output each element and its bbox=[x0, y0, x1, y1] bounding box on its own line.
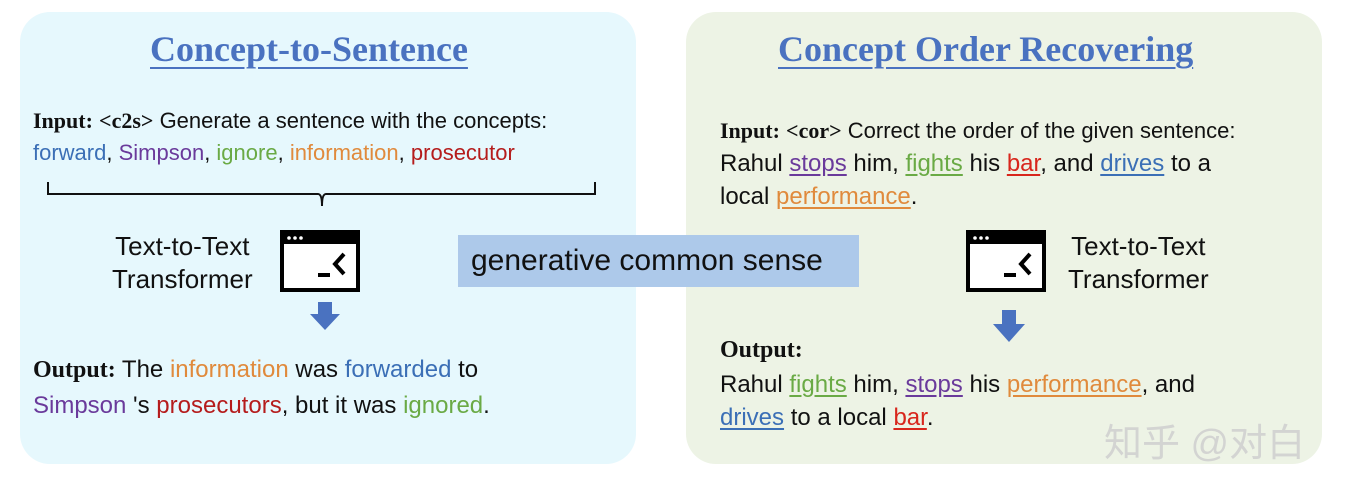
output-text: . bbox=[926, 404, 934, 431]
output-text: to a local bbox=[784, 404, 894, 431]
down-arrow-icon bbox=[993, 310, 1025, 342]
sentence-concept-word: drives bbox=[1100, 150, 1165, 177]
left-input-tag: <c2s> bbox=[99, 108, 154, 133]
right-input-tag: <cor> bbox=[786, 118, 842, 143]
sentence-text: , and bbox=[1040, 150, 1101, 177]
left-panel-title: Concept-to-Sentence bbox=[150, 29, 468, 69]
output-text: . bbox=[483, 392, 490, 419]
concept-separator: , bbox=[106, 140, 119, 165]
output-text: , but it was bbox=[281, 392, 404, 419]
sentence-text: him, bbox=[846, 150, 906, 177]
generative-common-sense-label: generative common sense bbox=[458, 235, 859, 287]
output-concept-word: drives bbox=[720, 404, 785, 431]
left-input-instruction: Generate a sentence with the concepts: bbox=[153, 108, 548, 133]
right-model-label: Text-to-Text Transformer bbox=[1068, 230, 1209, 296]
sentence-text: to a bbox=[1164, 150, 1211, 177]
sentence-concept-word: performance bbox=[776, 183, 911, 210]
left-output-line1: Output: The information was forwarded to bbox=[33, 354, 478, 386]
output-concept-word: prosecutors bbox=[156, 392, 282, 419]
output-text: was bbox=[288, 356, 345, 383]
sentence-concept-word: fights bbox=[905, 150, 963, 177]
output-text: The bbox=[115, 356, 170, 383]
output-text: to bbox=[451, 356, 479, 383]
right-output-label-line: Output: bbox=[720, 334, 803, 366]
sentence-text: Rahul bbox=[720, 150, 790, 177]
sentence-concept-word: bar bbox=[1006, 150, 1041, 177]
output-concept-word: bar bbox=[893, 404, 927, 431]
curly-brace-icon bbox=[47, 182, 596, 207]
left-input-label: Input: bbox=[33, 108, 93, 133]
terminal-window-icon bbox=[280, 230, 360, 292]
down-arrow-icon bbox=[310, 302, 340, 330]
left-input-line: Input: <c2s> Generate a sentence with th… bbox=[33, 105, 547, 137]
right-output-label: Output: bbox=[720, 337, 803, 363]
output-text: his bbox=[962, 371, 1007, 398]
concept-separator: , bbox=[398, 140, 411, 165]
concept-word: forward bbox=[33, 140, 107, 165]
right-input-line: Input: <cor> Correct the order of the gi… bbox=[720, 115, 1235, 147]
output-concept-word: forwarded bbox=[344, 356, 452, 383]
concept-word: ignore bbox=[216, 140, 278, 165]
left-concept-list: forward, Simpson, ignore, information, p… bbox=[33, 137, 515, 169]
terminal-window-icon bbox=[966, 230, 1046, 292]
watermark: 知乎 @对白 bbox=[1104, 423, 1306, 465]
output-text: him, bbox=[846, 371, 906, 398]
concept-word: information bbox=[289, 140, 399, 165]
left-output-label: Output: bbox=[33, 357, 116, 383]
model-label-line2: Transformer bbox=[1068, 264, 1209, 294]
output-concept-word: ignored bbox=[403, 392, 484, 419]
concept-separator: , bbox=[277, 140, 290, 165]
concept-word: prosecutor bbox=[410, 140, 515, 165]
sentence-text: local bbox=[720, 183, 777, 210]
model-label-line1: Text-to-Text bbox=[115, 231, 250, 261]
right-sentence-line1: Rahul stops him, fights his bar, and dri… bbox=[720, 148, 1211, 180]
output-concept-word: Simpson bbox=[33, 392, 127, 419]
model-label-line1: Text-to-Text bbox=[1071, 231, 1206, 261]
output-concept-word: stops bbox=[905, 371, 963, 398]
output-text: , and bbox=[1141, 371, 1195, 398]
sentence-concept-word: stops bbox=[789, 150, 847, 177]
output-concept-word: performance bbox=[1006, 371, 1142, 398]
right-sentence-line2: local performance. bbox=[720, 181, 917, 213]
left-output-line2: Simpson 's prosecutors, but it was ignor… bbox=[33, 390, 490, 422]
concept-separator: , bbox=[204, 140, 217, 165]
output-text: Rahul bbox=[720, 371, 790, 398]
sentence-text: . bbox=[910, 183, 918, 210]
right-input-instruction: Correct the order of the given sentence: bbox=[841, 118, 1236, 143]
output-concept-word: fights bbox=[789, 371, 847, 398]
model-label-line2: Transformer bbox=[112, 264, 253, 294]
concept-word: Simpson bbox=[118, 140, 205, 165]
right-output-line1: Rahul fights him, stops his performance,… bbox=[720, 369, 1195, 401]
output-text: 's bbox=[126, 392, 157, 419]
right-panel-title: Concept Order Recovering bbox=[778, 29, 1194, 69]
sentence-text: his bbox=[962, 150, 1007, 177]
left-model-label: Text-to-Text Transformer bbox=[112, 230, 253, 296]
right-input-label: Input: bbox=[720, 118, 780, 143]
right-output-line2: drives to a local bar. bbox=[720, 402, 933, 434]
output-concept-word: information bbox=[169, 356, 289, 383]
